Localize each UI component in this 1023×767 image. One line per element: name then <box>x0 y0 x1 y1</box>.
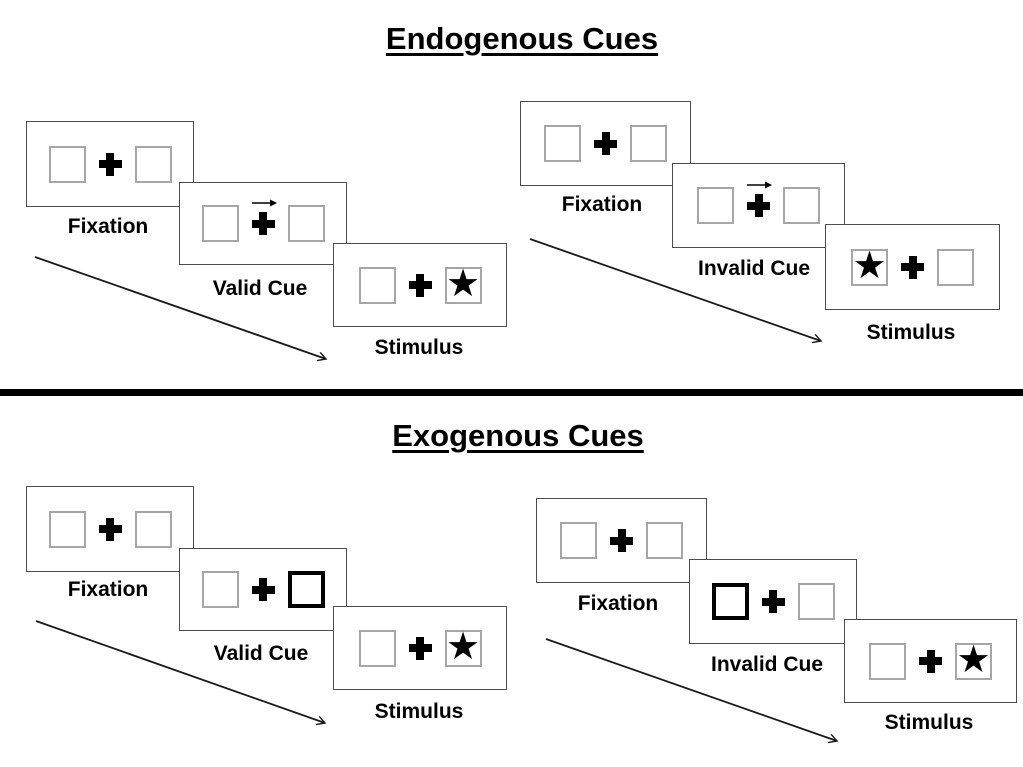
right-box <box>134 510 172 548</box>
panel-label-stimulus: Stimulus <box>884 711 974 734</box>
panel-stimulus: ★ <box>333 243 507 327</box>
left-box: ★ <box>851 243 888 287</box>
panel-label-stimulus: Stimulus <box>866 321 956 344</box>
left-box <box>201 571 239 608</box>
section-title-endogenous: Endogenous Cues <box>385 21 659 56</box>
timeline-arrow-endogenous-valid <box>34 256 326 359</box>
right-box <box>134 145 172 183</box>
timeline-arrow-exogenous-invalid <box>545 638 837 741</box>
panel-label-fixation: Fixation <box>577 592 659 615</box>
right-box <box>937 248 974 286</box>
right-box <box>630 125 667 162</box>
fixation-cross-icon <box>251 578 275 601</box>
panel-label-fixation: Fixation <box>561 193 643 216</box>
fixation-cross-icon <box>251 199 277 235</box>
panel-label-valid-cue: Valid Cue <box>212 277 308 300</box>
right-box: ★ <box>955 637 992 681</box>
panel-label-invalid-cue: Invalid Cue <box>710 653 824 676</box>
left-box <box>48 145 86 183</box>
panel-stimulus: ★ <box>333 606 507 690</box>
left-box <box>560 522 597 559</box>
right-box: ★ <box>444 261 482 305</box>
panel-fixation <box>520 101 691 186</box>
panel-fixation <box>26 486 194 572</box>
right-box-cue-highlight <box>287 571 325 608</box>
fixation-cross-icon <box>98 152 122 176</box>
panel-invalid-cue <box>672 163 845 248</box>
panel-fixation <box>26 121 194 207</box>
section-divider <box>0 389 1023 396</box>
left-box <box>358 266 396 304</box>
left-box <box>869 642 906 680</box>
section-title-exogenous: Exogenous Cues <box>392 418 644 453</box>
star-icon: ★ <box>852 243 887 287</box>
panel-label-valid-cue: Valid Cue <box>213 642 309 665</box>
panel-valid-cue <box>179 182 347 265</box>
panel-label-fixation: Fixation <box>67 578 149 601</box>
panel-label-stimulus: Stimulus <box>374 700 464 723</box>
star-icon: ★ <box>956 637 991 681</box>
fixation-cross-icon <box>761 590 785 613</box>
cue-arrow-right-icon <box>747 181 772 189</box>
timeline-arrow-endogenous-invalid <box>529 238 821 341</box>
fixation-cross-icon <box>408 273 432 297</box>
left-box <box>697 187 734 224</box>
timeline-arrow-exogenous-valid <box>35 620 325 723</box>
right-box <box>783 187 820 224</box>
right-box <box>646 522 683 559</box>
panel-label-invalid-cue: Invalid Cue <box>697 257 811 280</box>
fixation-cross-icon <box>919 649 942 673</box>
left-box-cue-highlight <box>711 583 749 620</box>
star-icon: ★ <box>445 261 481 305</box>
fixation-cross-icon <box>901 255 924 279</box>
panel-invalid-cue <box>689 559 857 644</box>
fixation-cross-icon <box>610 529 633 552</box>
star-icon: ★ <box>445 624 481 668</box>
panel-stimulus: ★ <box>844 619 1017 703</box>
fixation-cross-icon <box>98 517 122 541</box>
left-box <box>48 510 86 548</box>
fixation-cross-icon <box>408 636 432 660</box>
right-box <box>287 205 325 242</box>
panel-label-fixation: Fixation <box>67 215 149 238</box>
panel-stimulus: ★ <box>825 224 1000 310</box>
fixation-cross-icon <box>747 181 772 217</box>
left-box <box>358 629 396 667</box>
panel-fixation <box>536 498 707 583</box>
fixation-cross-icon <box>594 132 617 155</box>
panel-label-stimulus: Stimulus <box>374 336 464 359</box>
left-box <box>544 125 581 162</box>
left-box <box>201 205 239 242</box>
panel-valid-cue <box>179 548 347 631</box>
right-box: ★ <box>444 624 482 668</box>
cue-arrow-right-icon <box>251 199 277 207</box>
right-box <box>797 583 835 620</box>
